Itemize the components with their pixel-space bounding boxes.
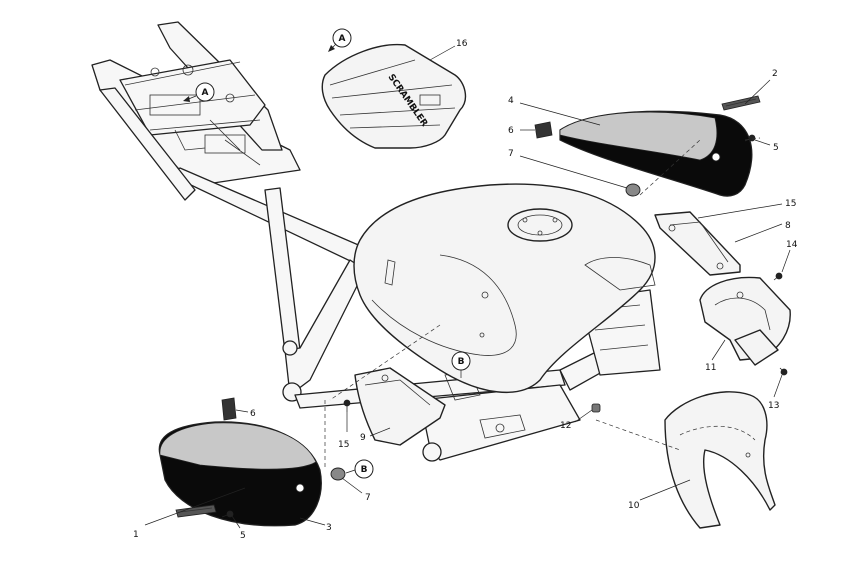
callout-13: 13	[768, 401, 779, 411]
callout-6a: 6	[508, 126, 514, 136]
callout-4: 4	[508, 96, 514, 106]
callout-numbers: 1 2 3 4 5 5 6 6 7 7 8 9 10 11 12 13 14 1…	[133, 39, 798, 541]
callout-7b: 7	[365, 493, 371, 503]
callout-6b: 6	[250, 409, 256, 419]
clip-lower	[221, 397, 237, 421]
rear-cover	[699, 276, 791, 366]
callout-10: 10	[628, 501, 640, 511]
bracket	[654, 211, 741, 276]
side-panel-left	[158, 421, 322, 527]
callout-2: 2	[772, 69, 778, 79]
svg-text:A: A	[202, 88, 209, 98]
side-cover	[664, 391, 776, 529]
ref-a-seat: A	[328, 28, 352, 52]
ref-a-frame: A	[183, 82, 215, 102]
callout-3: 3	[326, 523, 332, 533]
grommet-upper	[625, 183, 641, 197]
callout-1: 1	[133, 530, 139, 540]
ref-b-panel: B	[345, 459, 374, 479]
fuel-tank	[353, 183, 656, 393]
leader-lines	[144, 45, 791, 529]
grommet-lower	[330, 467, 346, 481]
decal-lower	[175, 504, 217, 518]
callout-16: 16	[456, 39, 468, 49]
callout-15a: 15	[785, 199, 796, 209]
seat: SCRAMBLER	[321, 43, 467, 149]
callout-5a: 5	[773, 143, 779, 153]
motorcycle-frame	[91, 21, 661, 462]
svg-text:B: B	[361, 465, 368, 475]
svg-text:A: A	[339, 34, 346, 44]
callout-8: 8	[785, 221, 791, 231]
lower-shield	[354, 367, 446, 446]
callout-15b: 15	[338, 440, 349, 450]
callout-5b: 5	[240, 531, 246, 541]
side-panel-right	[559, 110, 753, 197]
ref-b-frame: B	[451, 351, 471, 378]
clip-upper	[534, 121, 553, 139]
callout-12: 12	[560, 421, 571, 431]
callout-7a: 7	[508, 149, 514, 159]
svg-text:B: B	[458, 357, 465, 367]
callout-11: 11	[705, 363, 716, 373]
callout-14: 14	[786, 240, 798, 250]
callout-9: 9	[360, 433, 366, 443]
decal-upper	[721, 95, 761, 111]
